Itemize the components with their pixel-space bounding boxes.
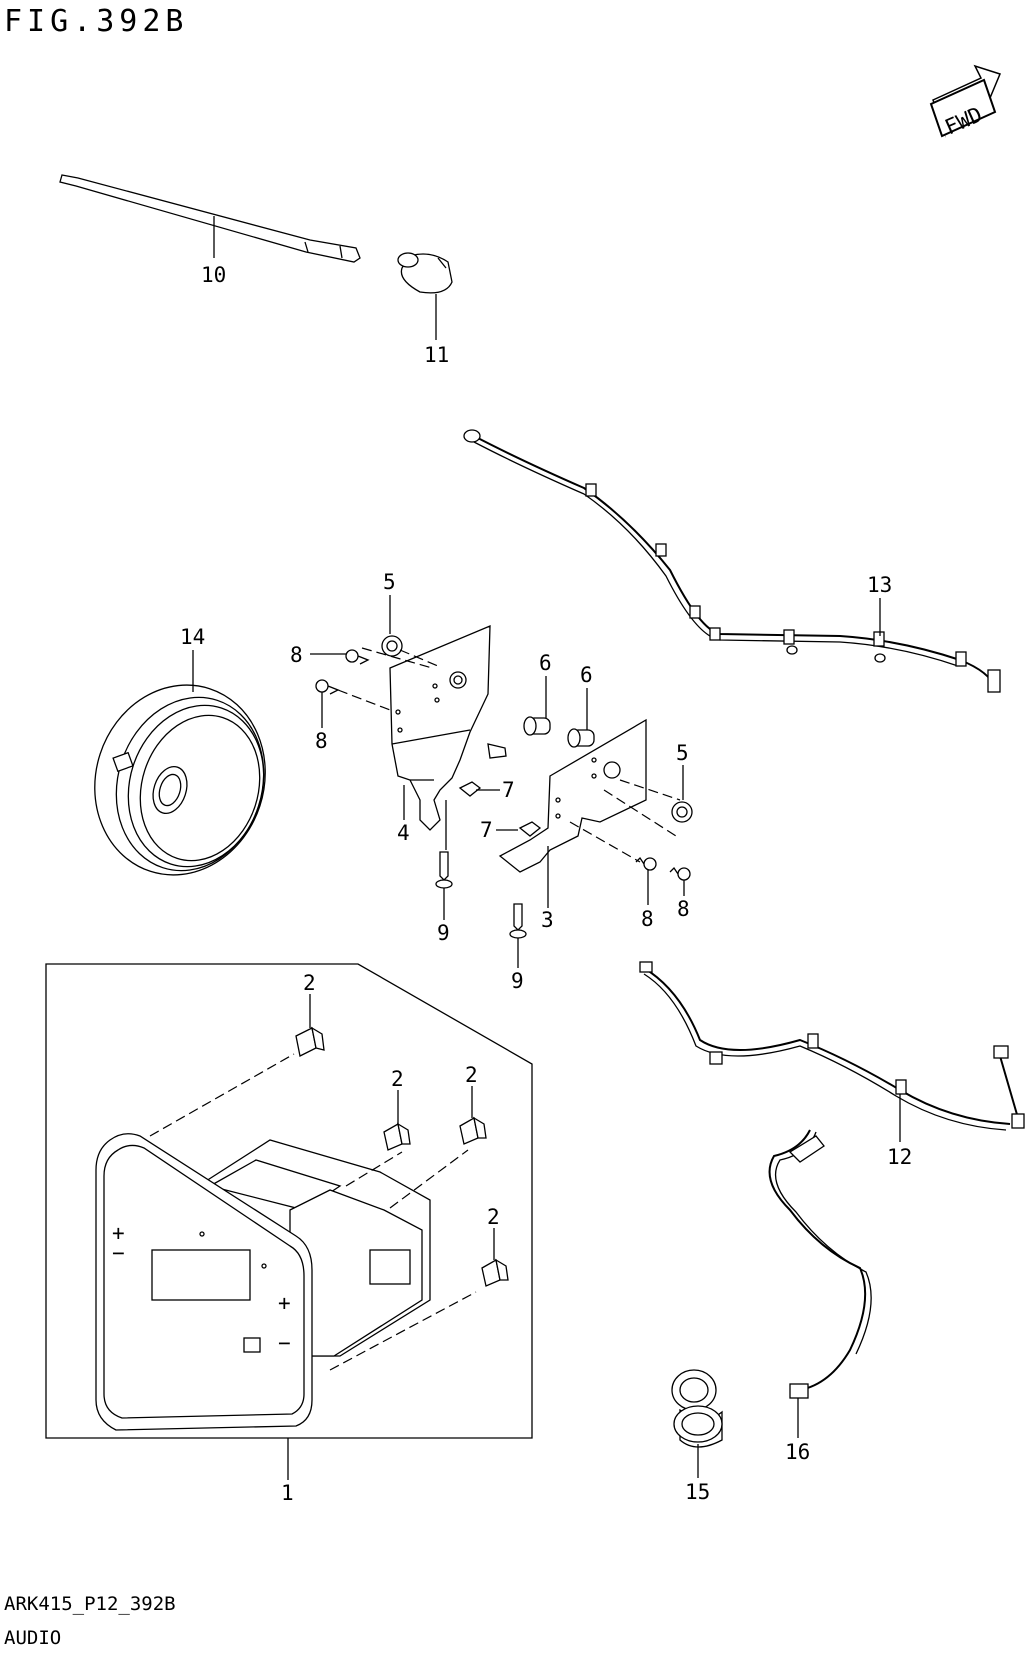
grommet-right (671, 801, 693, 823)
callout-9b: 9 (511, 969, 524, 993)
screw-9a (435, 851, 453, 889)
antenna-rod (59, 174, 361, 263)
section-name: AUDIO (4, 1627, 62, 1649)
bushing-b (567, 728, 595, 748)
callout-5a: 5 (383, 570, 396, 594)
usb-cable (768, 1129, 872, 1399)
usb-socket (671, 1369, 723, 1448)
callout-6a: 6 (539, 651, 552, 675)
callout-3: 3 (541, 908, 554, 932)
callout-9a: 9 (437, 921, 450, 945)
svg-text:+: + (112, 1221, 125, 1245)
callout-8b: 8 (315, 729, 328, 753)
callout-2b: 2 (391, 1067, 404, 1091)
grommet-left (381, 635, 403, 657)
figure-title: FIG.392B (4, 4, 189, 39)
callout-2d: 2 (487, 1205, 500, 1229)
callout-14: 14 (180, 625, 205, 649)
svg-text:−: − (278, 1331, 291, 1355)
clip-2c (459, 1116, 487, 1145)
callout-10: 10 (201, 263, 226, 287)
callout-13: 13 (867, 573, 892, 597)
callout-5b: 5 (676, 741, 689, 765)
callout-1: 1 (281, 1481, 294, 1505)
speaker (94, 684, 266, 876)
fwd-direction-badge: FWD (929, 64, 1002, 140)
wire-harness-upper (463, 429, 1001, 693)
svg-text:+: + (278, 1291, 291, 1315)
wire-harness-lower (639, 961, 1025, 1131)
callout-2c: 2 (465, 1063, 478, 1087)
callout-16: 16 (785, 1440, 810, 1464)
diagram-code: ARK415_P12_392B (4, 1593, 176, 1615)
head-unit: + − + − (95, 1133, 431, 1431)
screw-9b (509, 903, 527, 939)
callout-7b: 7 (480, 818, 493, 842)
head-unit-frame (45, 963, 533, 1439)
clip-nut-a (458, 781, 482, 797)
callout-11: 11 (424, 343, 449, 367)
callout-8d: 8 (677, 897, 690, 921)
bushing-a (523, 716, 551, 736)
callout-12: 12 (887, 1145, 912, 1169)
screw-8a (345, 649, 370, 665)
screw-8c (635, 856, 657, 871)
screw-8d (669, 866, 691, 881)
callout-7a: 7 (502, 778, 515, 802)
bracket-left (389, 625, 507, 831)
clip-nut-b (518, 821, 542, 837)
callout-8c: 8 (641, 907, 654, 931)
callout-6b: 6 (580, 663, 593, 687)
clip-2b (383, 1122, 411, 1151)
callout-8a: 8 (290, 643, 303, 667)
callout-4: 4 (397, 821, 410, 845)
callout-15: 15 (685, 1480, 710, 1504)
clip-2d (481, 1258, 509, 1287)
antenna-base (397, 252, 453, 300)
callout-2a: 2 (303, 971, 316, 995)
bracket-right (498, 718, 647, 873)
clip-2a (295, 1026, 325, 1057)
svg-text:−: − (112, 1241, 125, 1265)
screw-8b (315, 679, 340, 695)
